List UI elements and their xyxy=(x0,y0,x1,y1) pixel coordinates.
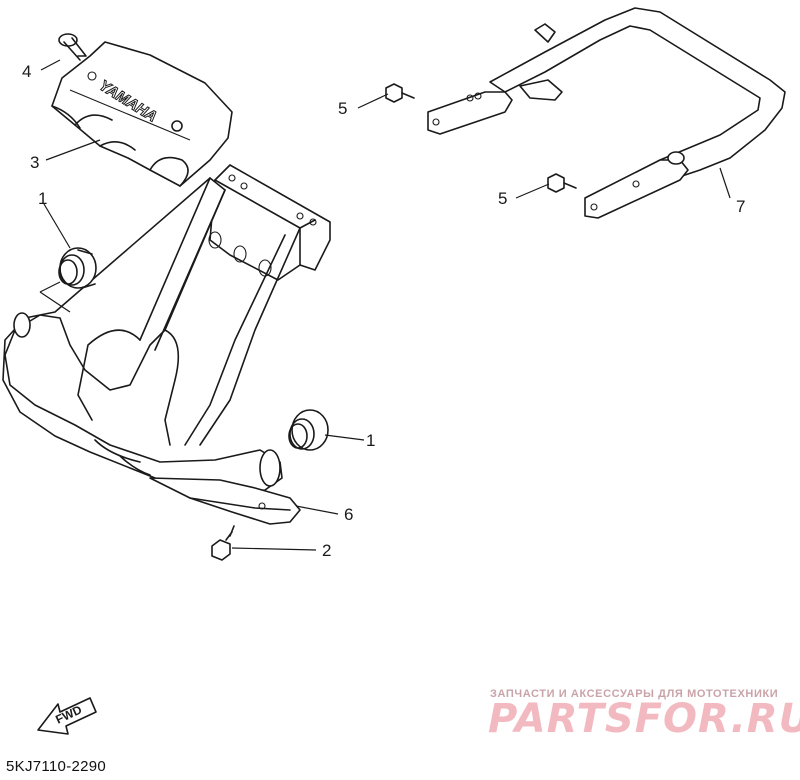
part-5-bolt-lower xyxy=(547,173,577,193)
watermark-logo: PARTSFOR.RU xyxy=(488,696,800,742)
part-1-grommet-right xyxy=(288,409,329,451)
part-4-screw xyxy=(58,33,87,61)
part-3-cover: YAMAHA xyxy=(51,41,233,187)
fwd-arrow-icon: FWD xyxy=(37,697,97,735)
callout-7: 7 xyxy=(736,197,745,216)
callout-5-upper: 5 xyxy=(338,99,347,118)
watermark-tagline: ЗАПЧАСТИ И АКСЕССУАРЫ ДЛЯ МОТОТЕХНИКИ xyxy=(490,688,779,700)
callout-3: 3 xyxy=(30,153,39,172)
part-6-plate xyxy=(149,477,301,525)
leader-lines xyxy=(40,59,731,551)
callout-1-right: 1 xyxy=(366,431,375,450)
drawing-code: 5KJ7110-2290 xyxy=(6,758,107,775)
part-7-rear-guard xyxy=(427,7,786,219)
callout-6: 6 xyxy=(344,505,353,524)
front-guard-pipe xyxy=(2,177,301,493)
callout-5-lower: 5 xyxy=(498,189,507,208)
part-5-bolt-upper xyxy=(385,83,415,103)
callout-1-left: 1 xyxy=(38,189,47,208)
callout-2: 2 xyxy=(322,541,331,560)
callout-4: 4 xyxy=(22,62,31,81)
part-2-bolt xyxy=(211,525,235,561)
main-bracket xyxy=(208,164,331,281)
part-1-grommet-left xyxy=(58,247,97,289)
